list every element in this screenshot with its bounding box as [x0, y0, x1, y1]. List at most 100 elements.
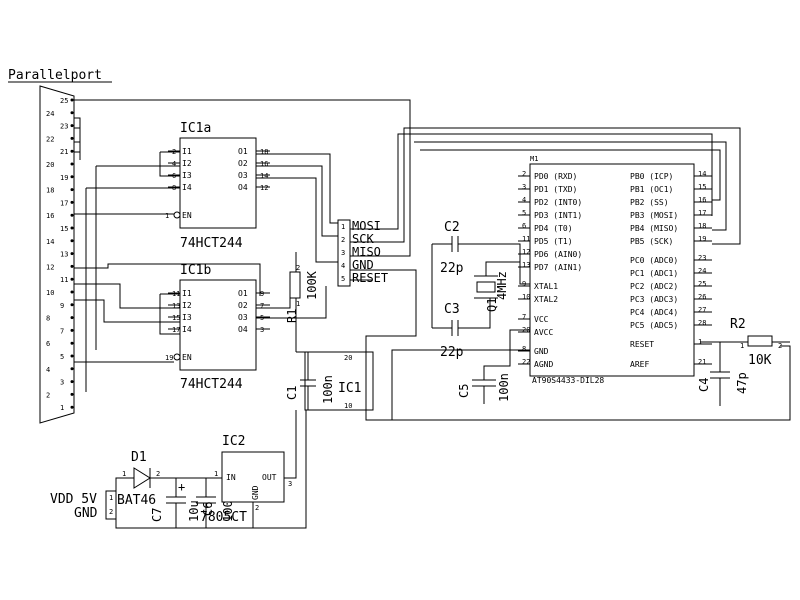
- mcu-right-label-5: PB4 (MISO): [630, 224, 678, 233]
- c5-value: 100n: [497, 373, 511, 402]
- mcu-right-pin-28: 28: [698, 319, 706, 327]
- mcu-right-pin-18: 18: [698, 222, 706, 230]
- port-pin-dot-18: [70, 188, 74, 192]
- connector-label-gnd: GND: [352, 258, 374, 272]
- connector-pin-4: 4: [341, 262, 345, 270]
- ic2-pin1: 1: [214, 470, 218, 478]
- mcu-left-label-9: XTAL1: [534, 282, 558, 291]
- ic1b-en-pin: 19: [165, 354, 173, 362]
- ic1b-in-label-3: I3: [182, 313, 192, 322]
- port-pin-10: 10: [46, 289, 54, 297]
- port-pin-20: 20: [46, 161, 54, 169]
- ic1-name: IC1: [338, 381, 361, 396]
- mcu-left-label-4: PD3 (INT1): [534, 211, 582, 220]
- mcu-right-pin-26: 26: [698, 293, 706, 301]
- port-pin-7: 7: [60, 327, 64, 335]
- mcu-right-pin-19: 19: [698, 235, 706, 243]
- mcu-left-pin-4: 4: [522, 196, 526, 204]
- ic1b-en-label: EN: [182, 353, 192, 362]
- port-pin-24: 24: [46, 110, 54, 118]
- ic1b-out-label-1: O1: [238, 289, 248, 298]
- mcu-right-label-2: PB1 (OC1): [630, 185, 673, 194]
- wire-p12: [74, 263, 261, 296]
- mcu-left-label-7: PD6 (AIN0): [534, 250, 582, 259]
- mcu-left-pin-3: 3: [522, 183, 526, 191]
- ic1-gnd-pin: 10: [344, 402, 352, 410]
- port-pin-4: 4: [46, 366, 50, 374]
- ic2-pin3: 3: [288, 480, 292, 488]
- c5-plates: [472, 379, 496, 387]
- wire-ic1a-i2-i3: [159, 151, 180, 177]
- ic2-part: 7805CT: [200, 510, 247, 525]
- port-pin-13: 13: [60, 251, 68, 259]
- ic1a-en-label: EN: [182, 211, 192, 220]
- ic1b-in-label-4: I4: [182, 325, 192, 334]
- port-pin-25: 25: [60, 97, 68, 105]
- c4-plates: [710, 371, 730, 379]
- mcu-body: [529, 163, 695, 377]
- c7-value: 10u: [187, 500, 201, 522]
- r1-name: R1: [285, 309, 299, 323]
- port-pin-dot-10: [70, 290, 74, 294]
- mcu-left-pin-22: 22: [522, 358, 530, 366]
- wire-p25-miso: [74, 99, 411, 257]
- port-pin-14: 14: [46, 238, 54, 246]
- ic1b-in-label-1: I1: [182, 289, 192, 298]
- crystal-name: Q1: [485, 298, 499, 312]
- port-pin-8: 8: [46, 315, 50, 323]
- mcu-left-pin-6: 6: [522, 222, 526, 230]
- mcu-right-pin-21: 21: [698, 358, 706, 366]
- r1-pin1: 1: [296, 300, 300, 308]
- port-pins: 2524232221201918171615141312111098765432…: [46, 97, 74, 412]
- wire-p11: [74, 283, 180, 309]
- mcu-left-label-1: PD0 (RXD): [534, 172, 577, 181]
- mcu-left-pin-5: 5: [522, 209, 526, 217]
- wire-ic1b-out: [256, 286, 327, 319]
- mcu-right-label-13: RESET: [630, 340, 654, 349]
- c7-plus: +: [178, 480, 185, 494]
- d1-name: D1: [131, 450, 147, 465]
- port-pin-19: 19: [60, 174, 68, 182]
- mcu-right-label-7: PC0 (ADC0): [630, 256, 678, 265]
- port-pin-12: 12: [46, 263, 54, 271]
- crystal-body: [476, 281, 496, 293]
- isp-connector-body: [337, 219, 351, 287]
- c2-plates: [451, 236, 459, 252]
- ic1b-name: IC1b: [180, 263, 211, 278]
- ic1a-out-pin-16: 16: [260, 160, 268, 168]
- mcu-left-label-13: GND: [534, 347, 549, 356]
- port-pin-dot-12: [70, 264, 74, 268]
- mcu-left-pin-11: 11: [522, 235, 530, 243]
- mcu-right-pin-24: 24: [698, 267, 706, 275]
- ic1a-in-label-1: I1: [182, 147, 192, 156]
- mcu-right-label-1: PB0 (ICP): [630, 172, 673, 181]
- crystal-value: 4MHz: [495, 271, 509, 300]
- power-supply: VDD 5V GND 1 2 D1 1 2 BAT46 + C7 10u C6 …: [50, 434, 292, 525]
- ic1a-in-label-4: I4: [182, 183, 192, 192]
- port-pin-dot-4: [70, 367, 74, 371]
- port-pin-dot-19: [70, 175, 74, 179]
- port-pin-dot-17: [70, 200, 74, 204]
- ic2-name: IC2: [222, 434, 245, 449]
- mcu-right-pin-15: 15: [698, 183, 706, 191]
- mcu-left-label-8: PD7 (AIN1): [534, 263, 582, 272]
- c1: C1 100n: [285, 375, 335, 404]
- ic1b-out-pin-7: 7: [260, 302, 264, 310]
- c7-name: C7: [150, 508, 164, 522]
- ic1b-in-pin-17: 17: [172, 326, 180, 334]
- c3-name: C3: [444, 302, 460, 317]
- c3-value: 22p: [440, 345, 464, 360]
- mcu-left-label-6: PD5 (T1): [534, 237, 573, 246]
- ic1b-in-pin-13: 13: [172, 302, 180, 310]
- c2: C2 22p: [440, 220, 464, 276]
- wire-mosi: [256, 153, 338, 224]
- parallel-port-title: Parallelport: [8, 68, 102, 83]
- mcu-right-label-6: PB5 (SCK): [630, 237, 673, 246]
- port-pin-dot-6: [70, 341, 74, 345]
- connector-label-miso: MISO: [352, 245, 381, 259]
- port-pin-dot-25: [70, 98, 74, 102]
- c4-name: C4: [697, 378, 711, 392]
